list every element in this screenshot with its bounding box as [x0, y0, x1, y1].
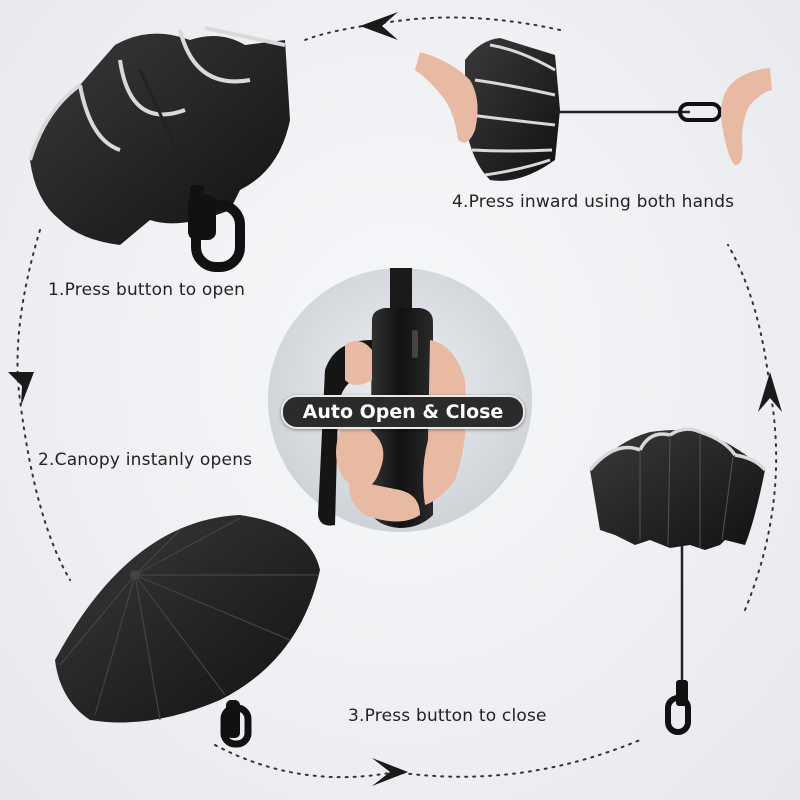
- arrow-right-icon: [372, 758, 408, 786]
- step-3-label: 3.Press button to close: [348, 706, 547, 726]
- arrow-up-icon: [758, 372, 782, 412]
- umbrella-folding-illustration: [415, 38, 772, 181]
- auto-open-close-badge: Auto Open & Close: [281, 395, 525, 429]
- cycle-arrow-icons: [8, 12, 782, 786]
- arrow-left-icon: [360, 12, 398, 40]
- step-1-label: 1.Press button to open: [48, 280, 246, 300]
- step-2-label: 2.Canopy instanly opens: [38, 450, 253, 470]
- umbrella-open-illustration: [55, 515, 320, 748]
- umbrella-inverted-illustration: [588, 427, 767, 735]
- arrow-down-icon: [8, 372, 34, 406]
- umbrella-opening-illustration: [28, 26, 290, 272]
- step-4-label: 4.Press inward using both hands: [452, 192, 735, 212]
